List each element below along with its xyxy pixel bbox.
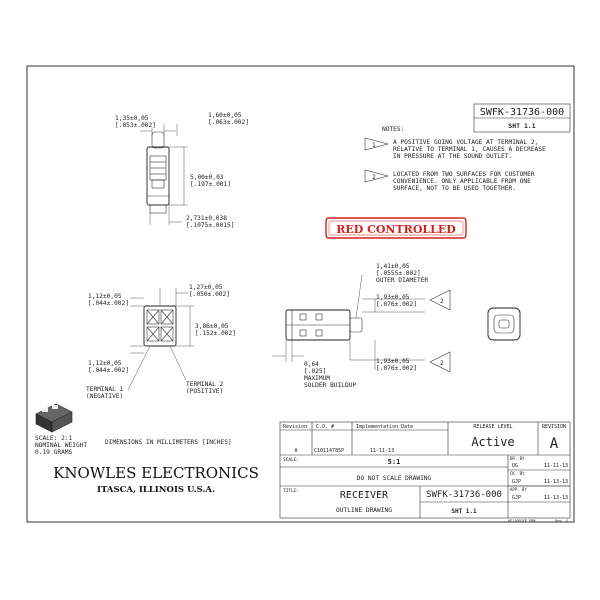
part-number-bottom: SWFK-31736-000 xyxy=(426,490,502,500)
scale-label: SCALE: xyxy=(283,457,299,463)
end-view-drawing xyxy=(487,307,521,341)
notes-section: NOTES: 1 A POSITIVE GOING VOLTAGE AT TER… xyxy=(364,126,546,192)
sheet-bottom: SHT 1.1 xyxy=(451,508,477,515)
note-2-flag-icon xyxy=(364,169,390,183)
ck-by-value: GJP xyxy=(512,479,521,485)
company-name: KNOWLES ELECTRONICS xyxy=(53,464,259,482)
red-controlled-stamp: RED CONTROLLED xyxy=(325,217,467,239)
sheet-top: SHT 1.1 xyxy=(508,122,535,130)
revision-value: A xyxy=(294,448,297,454)
notes-heading: NOTES: xyxy=(382,126,404,133)
top-view-drawing xyxy=(140,124,188,225)
co-header: C.O. # xyxy=(316,424,334,430)
note-1-line-2: RELATIVE TO TERMINAL 1, CAUSES A DECREAS… xyxy=(393,146,546,153)
dim-4-mm: 2,731±0,038 xyxy=(186,215,227,222)
dim-12-in: [.025] xyxy=(304,368,326,375)
release-level-value: Active xyxy=(471,435,514,449)
scale-value: 5:1 xyxy=(388,458,401,466)
note-2-number: 2 xyxy=(372,174,376,181)
revision-label: REVISION xyxy=(542,424,566,430)
dim-1-in: [.053±.002] xyxy=(115,122,156,129)
dim-1-mm: 1,35±0,05 xyxy=(115,115,149,122)
dim-5-in: [.044±.002] xyxy=(88,300,129,307)
dim-12-max: MAXIMUM xyxy=(304,375,330,382)
isometric-thumbnail xyxy=(35,403,73,433)
dim-2-in: [.063±.002] xyxy=(208,119,249,126)
units-note: DIMENSIONS IN MILLIMETERS [INCHES] xyxy=(105,439,232,446)
note-ref-flag-upper-icon xyxy=(429,289,451,311)
dr-by-label: DR. BY xyxy=(510,456,525,461)
terminal-2-polarity: (POSITIVE) xyxy=(186,388,223,395)
revision-header: Revision xyxy=(283,424,307,430)
terminal-1-polarity: (NEGATIVE) xyxy=(86,393,123,400)
release-level-label: RELEASE LEVEL xyxy=(473,424,512,430)
app-by-label: APP. BY xyxy=(510,487,527,492)
part-number-box-top: SWFK-31736-000 SHT 1.1 xyxy=(473,103,571,133)
note-1-number: 1 xyxy=(372,142,376,149)
dim-9-desc: OUTER DIAMETER xyxy=(376,277,428,284)
note-1-line-3: IN PRESSURE AT THE SOUND OUTLET. xyxy=(393,153,512,160)
dim-11-mm: 1,93±0,05 xyxy=(376,358,410,365)
dim-7-in: [.152±.002] xyxy=(195,330,236,337)
dim-11-in: [.076±.002] xyxy=(376,365,417,372)
dim-7-mm: 3,86±0,05 xyxy=(195,323,229,330)
title-label: TITLE: xyxy=(283,488,299,494)
revision-letter: A xyxy=(550,436,559,452)
terminal-1-label: TERMINAL 1 xyxy=(86,386,124,393)
terminal-2-label: TERMINAL 2 xyxy=(186,381,224,388)
company-location: ITASCA, ILLINOIS U.S.A. xyxy=(97,485,215,495)
note-ref-upper: 2 xyxy=(440,298,444,305)
note-2-line-1: LOCATED FROM TWO SURFACES FOR CUSTOMER xyxy=(393,171,535,178)
note-ref-flag-lower-icon xyxy=(429,351,451,373)
bottom-view-drawing xyxy=(127,288,194,391)
dim-12-mm: 0,64 xyxy=(304,361,319,368)
note-ref-lower: 2 xyxy=(440,360,444,367)
dim-2-mm: 1,60±0,05 xyxy=(208,112,242,119)
dim-5-mm: 1,12±0,05 xyxy=(88,293,122,300)
app-by-date: 11-13-13 xyxy=(544,495,568,501)
dim-9-in: [.0555±.002] xyxy=(376,270,421,277)
app-by-value: GJP xyxy=(512,495,521,501)
dr-by-value: OG xyxy=(512,463,518,469)
dim-6-in: [.050±.002] xyxy=(189,291,230,298)
do-not-scale-text: DO NOT SCALE DRAWING xyxy=(357,475,432,482)
scale-note-line-1: SCALE: 2:1 xyxy=(35,435,73,442)
dim-10-mm: 1,93±0,05 xyxy=(376,294,410,301)
note-1-flag-icon xyxy=(364,137,390,151)
dim-8-mm: 1,12±0,05 xyxy=(88,360,122,367)
dim-3-mm: 5,00±0,03 xyxy=(190,174,224,181)
part-number-top: SWFK-31736-000 xyxy=(480,107,564,118)
dim-3-in: [.197±.001] xyxy=(190,181,231,188)
red-controlled-text: RED CONTROLLED xyxy=(336,223,456,236)
ck-by-label: CK. BY xyxy=(510,471,525,476)
dr-by-date: 11-11-13 xyxy=(544,463,568,469)
title-value: RECEIVER xyxy=(340,490,389,501)
sheet-border xyxy=(26,65,575,523)
note-2-line-3: SURFACE, NOT TO BE USED TOGETHER. xyxy=(393,185,516,192)
note-1-line-1: A POSITIVE GOING VOLTAGE AT TERMINAL 2, xyxy=(393,139,538,146)
impl-date-header: Implementation Date xyxy=(356,424,413,430)
co-value: C10114785P xyxy=(314,448,344,454)
dim-6-mm: 1,27±0,05 xyxy=(189,284,223,291)
rev-ref: Rev. G xyxy=(555,519,568,523)
scale-note-line-2: NOMINAL WEIGHT xyxy=(35,442,87,449)
ck-by-date: 11-13-13 xyxy=(544,479,568,485)
file-ref: KE11003CE.FRM xyxy=(508,519,535,523)
title-block xyxy=(279,421,571,519)
scale-note-line-3: 0.19 GRAMS xyxy=(35,449,73,456)
dim-9-mm: 1,41±0,05 xyxy=(376,263,410,270)
note-2-line-2: CONVENIENCE. ONLY APPLICABLE FROM ONE xyxy=(393,178,531,185)
subtitle-value: OUTLINE DRAWING xyxy=(336,507,392,514)
side-view-drawing xyxy=(272,274,451,373)
dim-4-in: [.1075±.0015] xyxy=(186,222,234,229)
dim-10-in: [.076±.002] xyxy=(376,301,417,308)
dim-8-in: [.044±.002] xyxy=(88,367,129,374)
dim-12-desc: SOLDER BUILDUP xyxy=(304,382,356,389)
impl-date-value: 11-11-13 xyxy=(370,448,394,454)
